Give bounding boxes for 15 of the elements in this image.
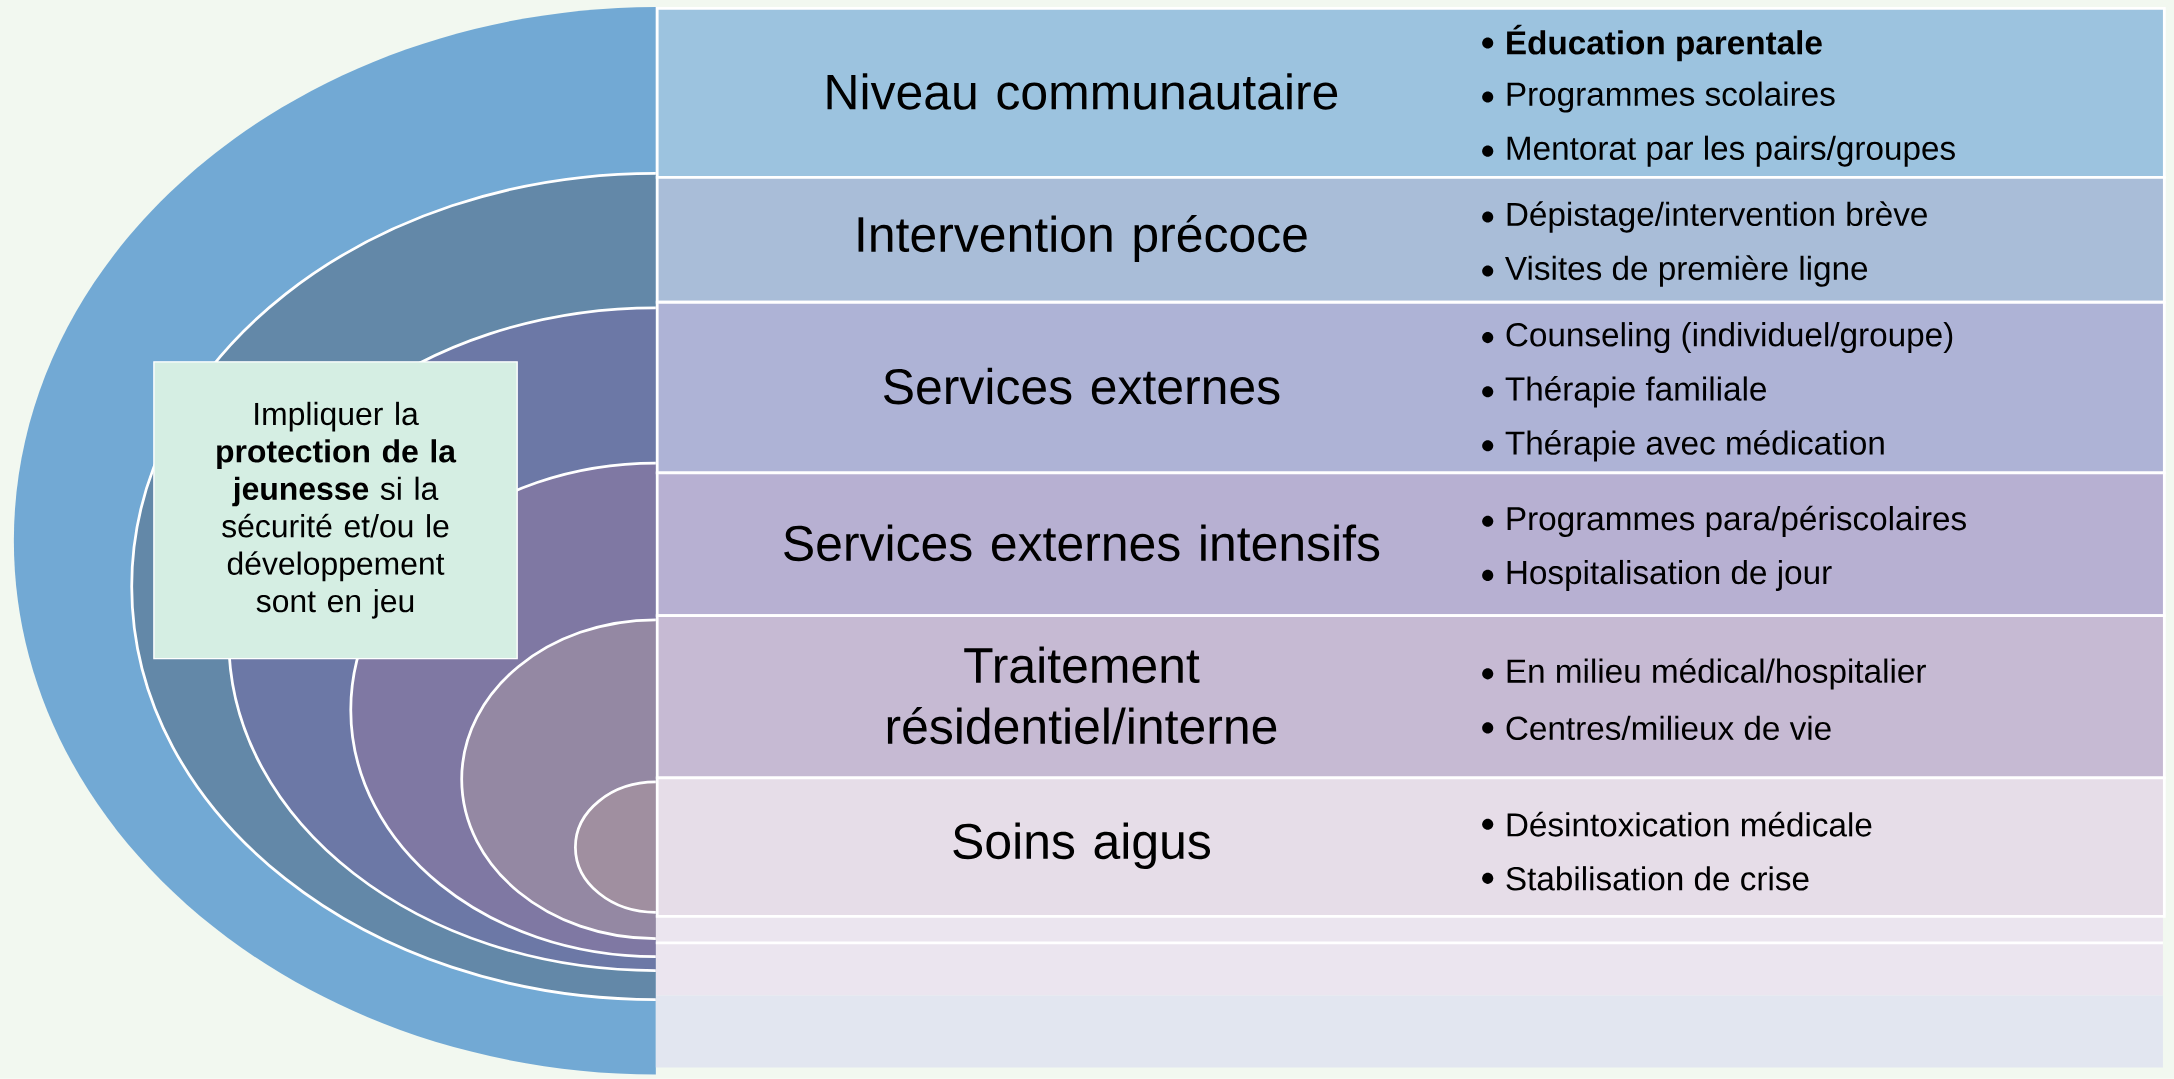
bullet-item: Dépistage/intervention brève — [1507, 201, 1927, 233]
bullet-item: Stabilisation de crise — [1506, 866, 1809, 891]
bullet-item: Mentorat par les pairs/groupes — [1507, 135, 1955, 167]
bullet-item: Hospitalisation de jour — [1507, 560, 1832, 592]
bullet-item: Visites de première ligne — [1505, 255, 1868, 287]
bullet-item: Programmes para/périscolaires — [1507, 505, 1966, 538]
bullet-item: Centres/milieux de vie — [1506, 715, 1831, 741]
bullet-item: Désintoxication médicale — [1507, 812, 1872, 837]
bullet-item: Thérapie familiale — [1505, 376, 1766, 408]
bullet-item: Éducation parentale — [1507, 24, 1822, 62]
bullet-item: Programmes scolaires — [1507, 81, 1835, 113]
bullet-item: Thérapie avec médication — [1505, 430, 1884, 462]
bullet-item: En milieu médical/hospitalier — [1507, 658, 1926, 690]
note-box: Impliquer la protection de la jeunesse si la sécurité et/ou le développement sont en jeu — [153, 361, 518, 660]
bullet-item: Counseling (individuel/groupe) — [1506, 322, 1953, 354]
